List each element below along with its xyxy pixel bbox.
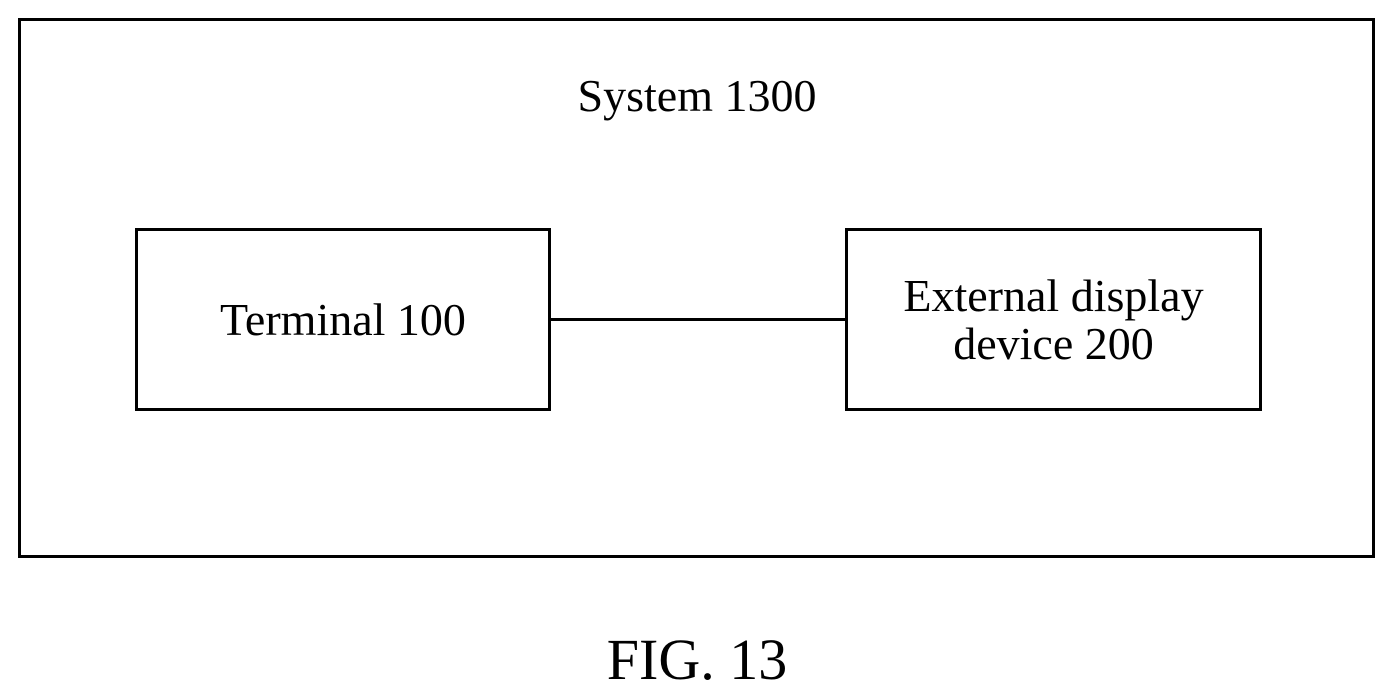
external-display-label-line1: External display (903, 272, 1203, 320)
terminal-block: Terminal 100 (135, 228, 551, 411)
figure-caption: FIG. 13 (0, 628, 1394, 692)
external-display-label-line2: device 200 (953, 320, 1154, 368)
terminal-label: Terminal 100 (220, 296, 466, 344)
connection-line (551, 318, 845, 321)
system-label: System 1300 (0, 68, 1394, 124)
external-display-block: External display device 200 (845, 228, 1262, 411)
